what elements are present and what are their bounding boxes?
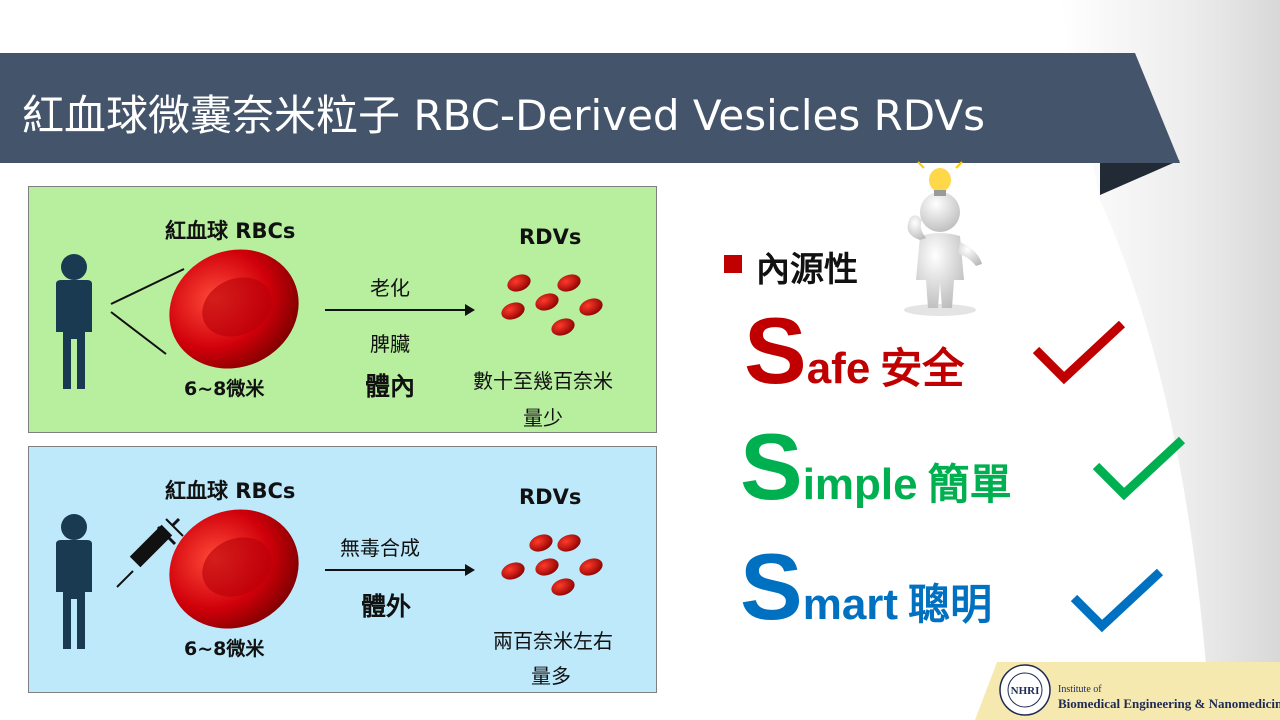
panel-in-vivo: 紅血球 RBCs 6~8微米 老化 脾臟 體內 RDVs 數十至幾百奈米 量少 — [28, 186, 657, 433]
checkmark-icon — [1070, 568, 1164, 633]
rbc-label: 紅血球 RBCs — [165, 479, 296, 503]
rdv-amount-label: 量多 — [531, 664, 571, 688]
institute-logo-icon: NHRI — [999, 664, 1051, 716]
arrow-bottom-label-2: 體內 — [365, 372, 416, 401]
arrow-icon — [325, 304, 475, 316]
red-blood-cell-icon — [169, 509, 299, 629]
bullet-square — [724, 255, 742, 273]
rdv-label: RDVs — [519, 485, 582, 509]
arrow-bottom-label: 體外 — [361, 592, 412, 621]
feature-smart-letter: S — [740, 534, 803, 639]
rbc-size-label: 6~8微米 — [184, 378, 265, 400]
red-blood-cell-icon — [169, 249, 299, 369]
arrow-bottom-label-1: 脾臟 — [370, 332, 410, 356]
arrow-top-label: 老化 — [370, 276, 410, 300]
panel-in-vitro-graphics — [56, 509, 603, 649]
arrow-top-label: 無毒合成 — [340, 536, 420, 560]
arrow-icon — [325, 564, 475, 576]
lightbulb-icon — [917, 161, 963, 196]
feature-safe-letter: S — [744, 298, 807, 403]
rbc-label: 紅血球 RBCs — [165, 219, 296, 243]
person-icon — [56, 254, 92, 389]
institute-line-1: Institute of — [1058, 684, 1102, 695]
logo-text: NHRI — [1011, 685, 1040, 697]
syringe-icon — [116, 517, 184, 588]
thinking-figure-icon — [904, 161, 982, 316]
page-title: 紅血球微囊奈米粒子 RBC-Derived Vesicles RDVs — [22, 91, 986, 140]
feature-smart-rest: mart — [802, 580, 899, 629]
panel-in-vivo-graphics — [56, 249, 603, 389]
panel-in-vitro: 紅血球 RBCs 6~8微米 無毒合成 體外 RDVs 兩百奈米左右 量多 — [28, 446, 657, 693]
checkmark-icon — [1032, 320, 1126, 385]
feature-smart-zh: 聰明 — [908, 580, 993, 629]
feature-simple-rest: imple — [802, 460, 918, 509]
footer-band: NHRI — [975, 662, 1280, 720]
checkmark-icon — [1092, 436, 1186, 501]
rdv-size-label: 數十至幾百奈米 — [473, 369, 613, 393]
rdv-amount-label: 量少 — [523, 406, 563, 430]
vesicles-icon — [501, 534, 603, 596]
feature-simple-letter: S — [740, 414, 803, 519]
institute-line-2: Biomedical Engineering & Nanomedicine — [1058, 696, 1280, 711]
feature-safe-rest: afe — [806, 344, 871, 393]
title-banner — [0, 53, 1180, 195]
person-icon — [56, 514, 92, 649]
feature-simple-zh: 簡單 — [927, 460, 1012, 509]
vesicles-icon — [501, 274, 603, 336]
rbc-size-label: 6~8微米 — [184, 638, 265, 660]
feature-safe-zh: 安全 — [880, 344, 965, 393]
rdv-label: RDVs — [519, 225, 582, 249]
bullet-text: 內源性 — [756, 250, 858, 290]
rdv-size-label: 兩百奈米左右 — [493, 629, 613, 653]
